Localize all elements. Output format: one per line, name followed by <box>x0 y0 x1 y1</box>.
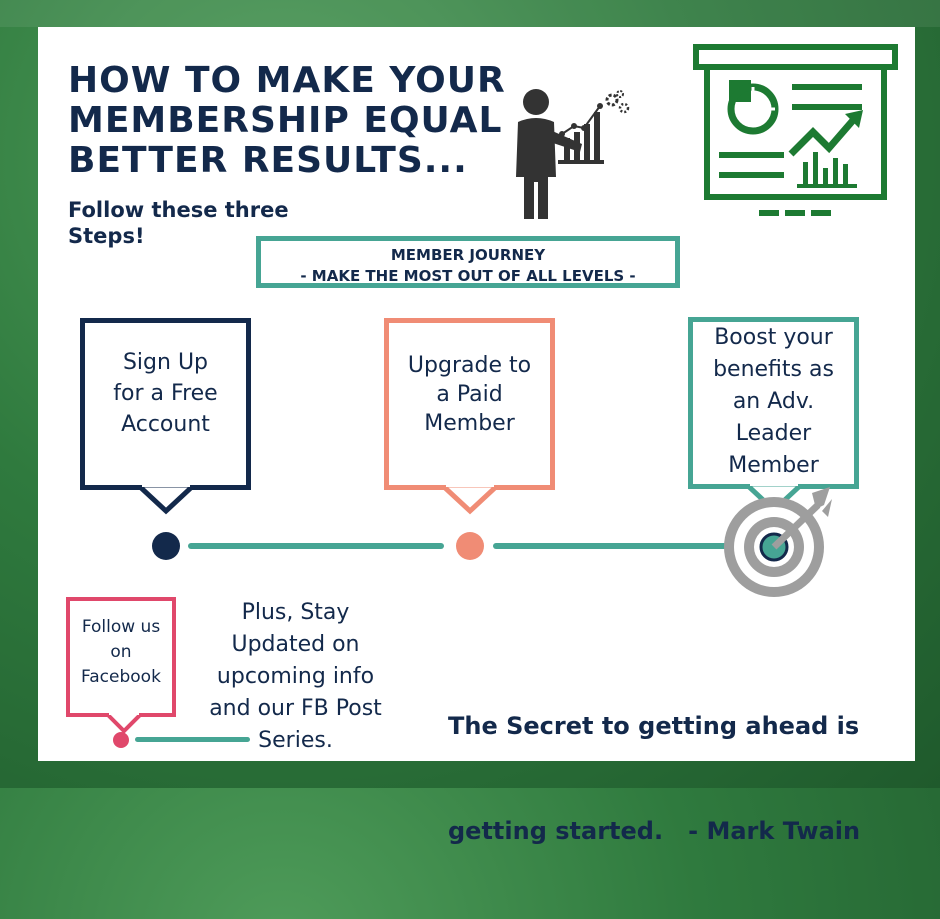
presentation-board-icon <box>693 44 898 216</box>
plus-line: and our FB Post <box>209 696 382 721</box>
infographic-card: HOW TO MAKE YOUR MEMBERSHIP EQUAL BETTER… <box>38 27 915 845</box>
timeline-dot-step-1 <box>152 532 180 560</box>
facebook-line-connector <box>135 737 250 742</box>
step-line: for a Free <box>113 381 218 406</box>
step-line: Account <box>121 412 210 437</box>
step-line: a Paid <box>436 382 503 407</box>
title-line: MEMBERSHIP EQUAL <box>68 100 503 141</box>
presenter-icon <box>516 89 630 219</box>
facebook-callout[interactable]: Follow us on Facebook <box>66 597 176 717</box>
step-line: Member <box>728 453 819 478</box>
step-sign-up: Sign Up for a Free Account <box>80 318 251 490</box>
facebook-line: Facebook <box>81 667 161 687</box>
step-line: Upgrade to <box>407 353 532 378</box>
plus-line: Plus, Stay <box>241 600 350 625</box>
stay-updated-text: Plus, Stay Updated on upcoming info and … <box>198 597 393 757</box>
timeline-segment <box>188 543 444 549</box>
facebook-dot <box>113 732 129 748</box>
facebook-pointer <box>104 713 144 734</box>
facebook-line: Follow us <box>81 617 161 637</box>
timeline-segment <box>493 543 758 549</box>
plus-line: upcoming info <box>216 664 375 689</box>
member-journey-banner: MEMBER JOURNEY - MAKE THE MOST OUT OF AL… <box>256 236 680 288</box>
step-line: Sign Up <box>122 350 209 375</box>
step-pointer <box>136 485 196 515</box>
subtitle-line: Follow these three <box>68 198 289 222</box>
timeline-dot-step-2 <box>456 532 484 560</box>
title-line: HOW TO MAKE YOUR <box>68 60 506 101</box>
quote-line: getting started. - Mark Twain <box>448 817 861 845</box>
step-line: benefits as <box>713 357 834 382</box>
background-top <box>0 0 940 27</box>
journey-heading: MEMBER JOURNEY <box>390 246 546 264</box>
step-line: Leader <box>735 421 812 446</box>
title-line: BETTER RESULTS... <box>68 140 468 181</box>
target-icon <box>724 487 832 597</box>
subtitle-line: Steps! <box>68 224 145 248</box>
plus-line: Series. <box>258 728 333 753</box>
step-upgrade: Upgrade to a Paid Member <box>384 318 555 490</box>
step-pointer <box>440 485 500 515</box>
step-boost: Boost your benefits as an Adv. Leader Me… <box>688 317 859 489</box>
step-line: an Adv. <box>732 389 815 414</box>
quote-line: The Secret to getting ahead is <box>448 712 860 740</box>
subtitle: Follow these three Steps! <box>68 197 328 249</box>
step-line: Member <box>424 411 515 436</box>
plus-line: Updated on <box>231 632 360 657</box>
step-line: Boost your <box>714 325 833 350</box>
facebook-line: on <box>110 642 132 662</box>
mark-twain-quote: The Secret to getting ahead is getting s… <box>448 639 898 919</box>
journey-subheading: - MAKE THE MOST OUT OF ALL LEVELS - <box>300 267 636 285</box>
page-title: HOW TO MAKE YOUR MEMBERSHIP EQUAL BETTER… <box>68 61 508 181</box>
